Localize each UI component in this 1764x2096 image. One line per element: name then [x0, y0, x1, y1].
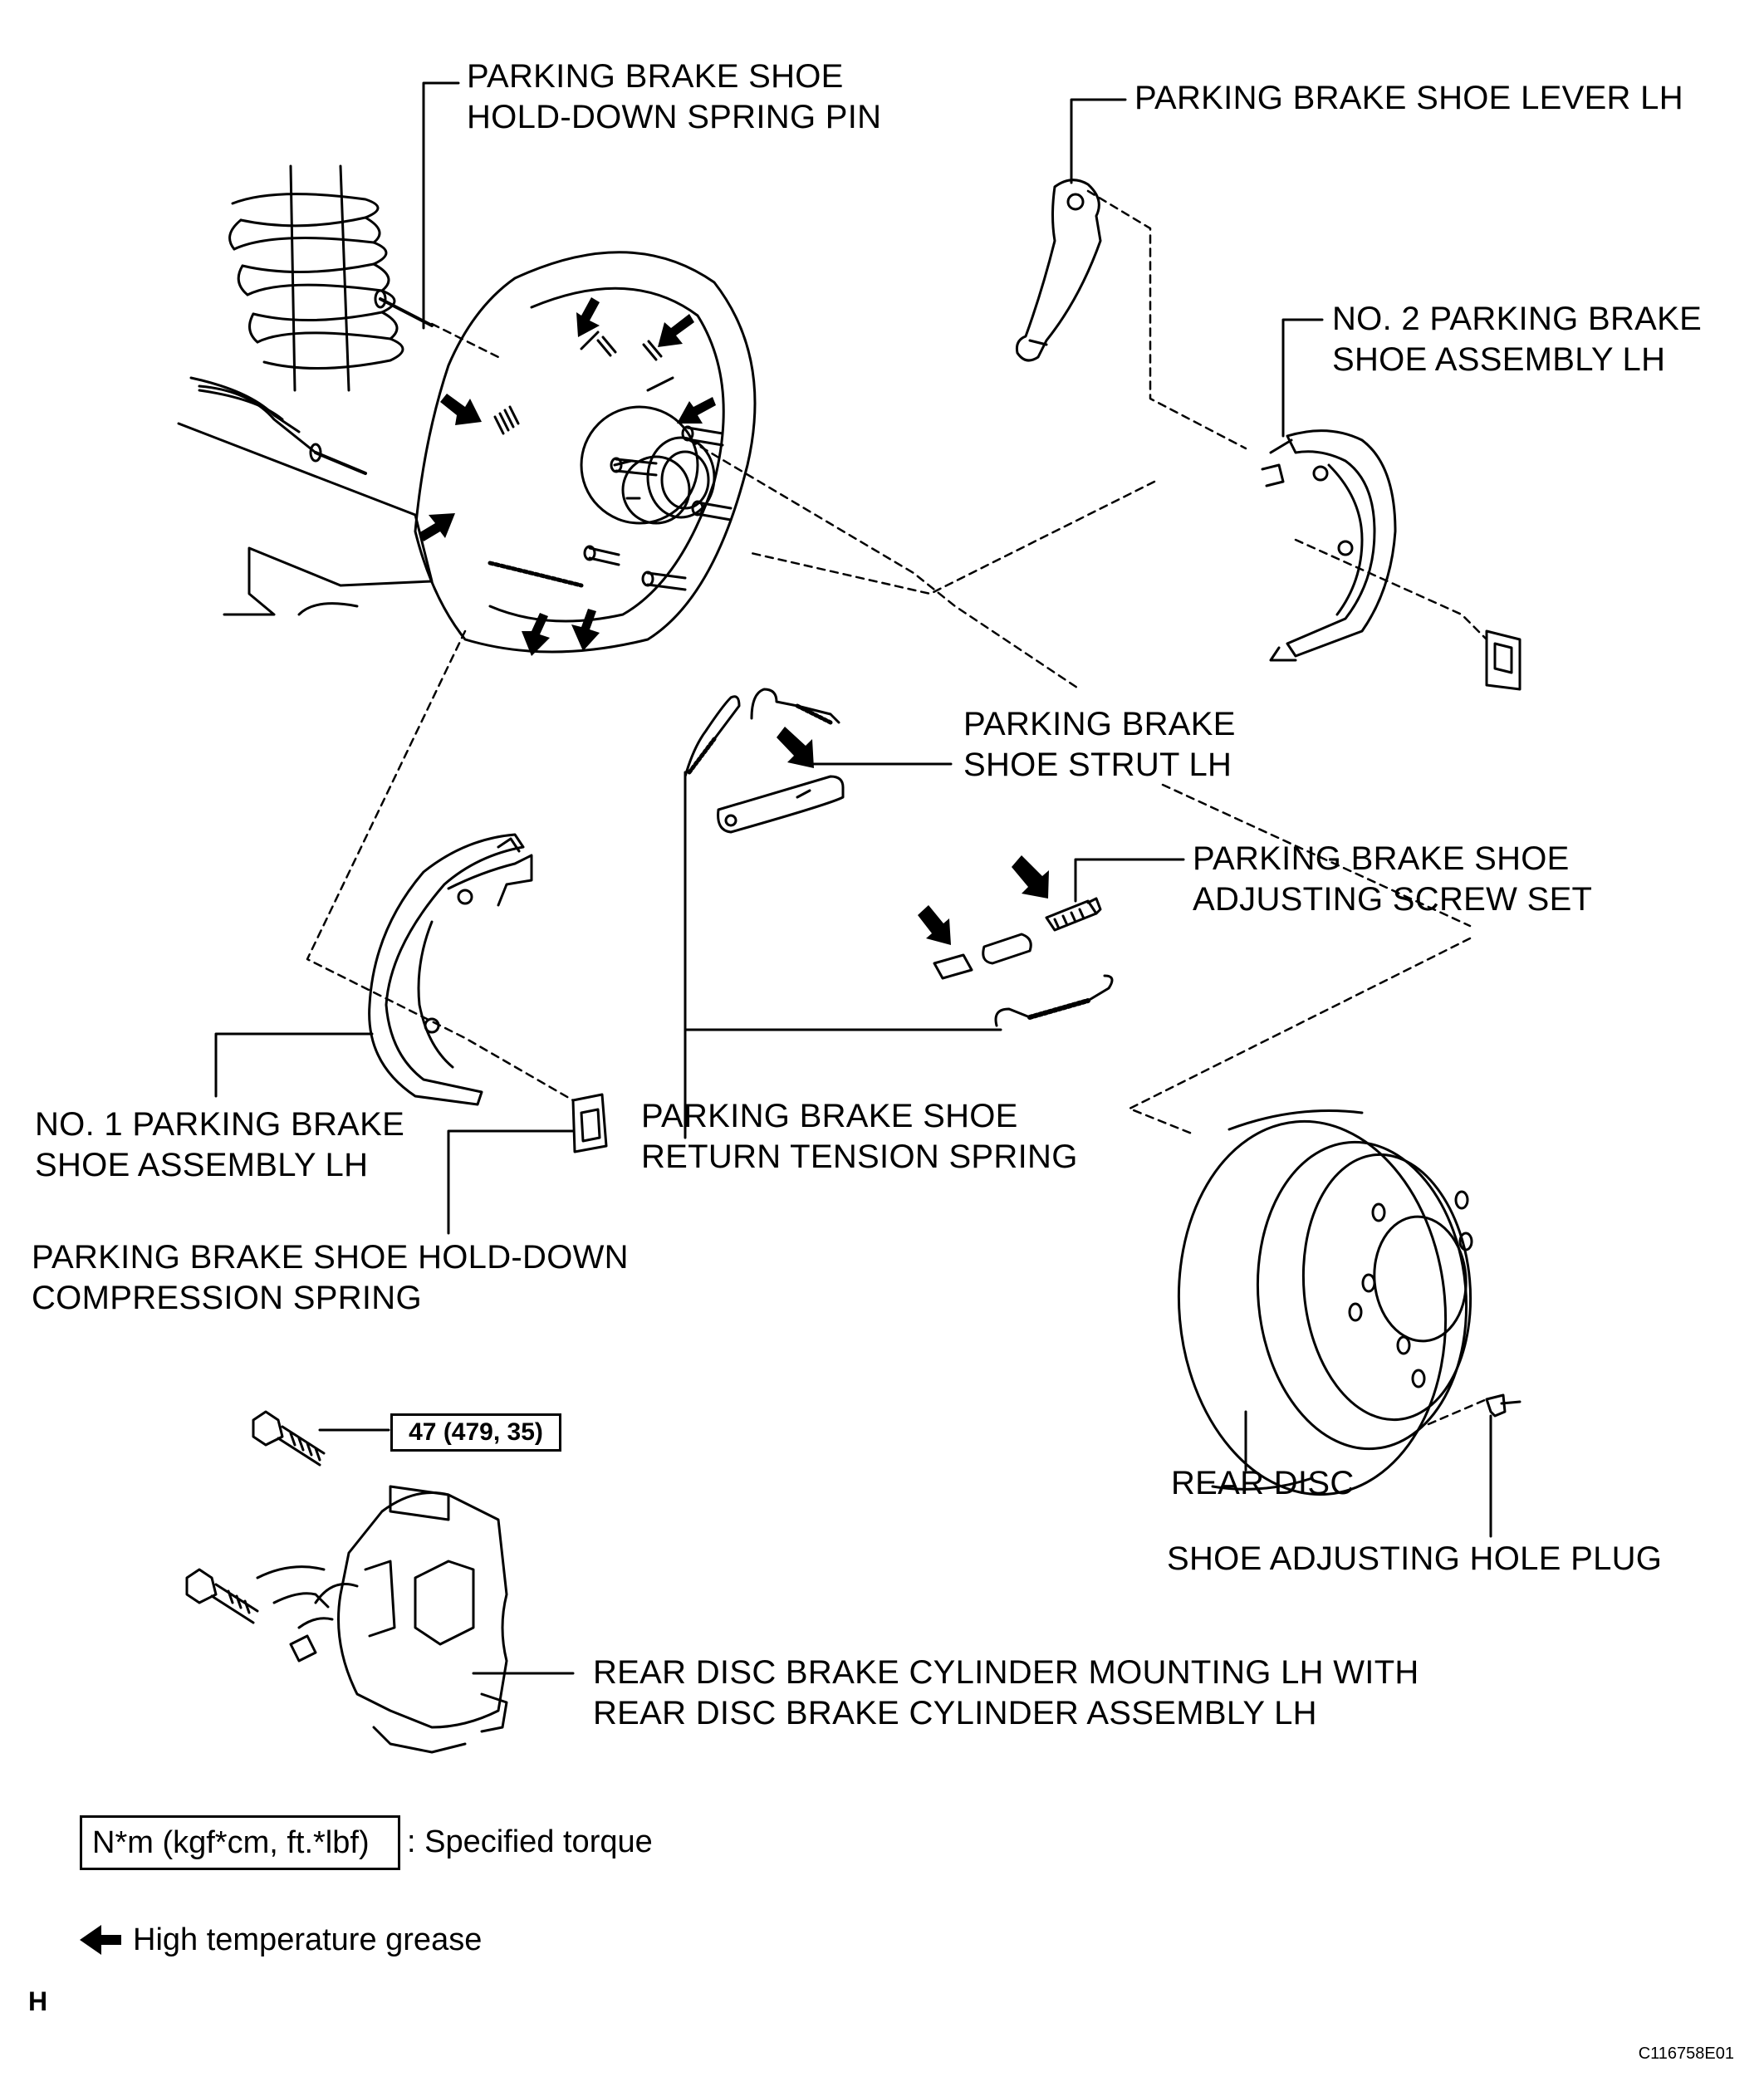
caliper-bolt-side	[185, 1568, 259, 1624]
return-springs	[684, 688, 840, 778]
caliper-bolt-top	[252, 1410, 326, 1467]
grease-arrow-icon	[80, 1925, 121, 1955]
label-cylinder: REAR DISC BRAKE CYLINDER MOUNTING LH WIT…	[593, 1654, 1419, 1731]
hole-plug	[1485, 1393, 1521, 1418]
caliper-assembly	[256, 1485, 508, 1754]
suspension-arm	[177, 376, 434, 616]
grease-arrow-strut	[777, 727, 814, 768]
shoe-strut	[717, 775, 845, 834]
lower-return-spring	[994, 974, 1114, 1027]
hold-down-spring-left	[571, 1093, 608, 1153]
assembly-dashes	[306, 189, 1488, 1426]
hold-down-pins	[309, 289, 434, 475]
corner-mark: H	[28, 1986, 48, 2016]
no2-shoe	[1261, 429, 1397, 662]
shoe-lever	[1016, 179, 1102, 362]
brake-cable	[198, 384, 317, 454]
adjusting-screw-set	[933, 897, 1102, 980]
hold-down-spring-right	[1485, 629, 1521, 691]
torque-spec-box: 47 (479, 35)	[390, 1413, 561, 1452]
legend-torque-desc: : Specified torque	[407, 1824, 653, 1859]
no1-shoe	[368, 833, 533, 1106]
figure-code: C116758E01	[1638, 2045, 1734, 2063]
legend-torque-unit: N*m (kgf*cm, ft.*lbf)	[80, 1815, 400, 1870]
rear-disc	[1177, 1109, 1473, 1496]
grease-arrows-screw	[918, 855, 1049, 945]
plate-springs	[488, 335, 663, 588]
label-shoe-lever: PARKING BRAKE SHOE LEVER LH	[1134, 80, 1683, 116]
legend-grease-desc: High temperature grease	[133, 1922, 483, 1957]
grease-arrows-plate	[419, 297, 716, 656]
hub-and-studs	[583, 425, 733, 591]
label-rear-disc: REAR DISC	[1171, 1465, 1355, 1501]
leader-lines	[214, 81, 1492, 1675]
label-hole-plug: SHOE ADJUSTING HOLE PLUG	[1167, 1540, 1663, 1577]
suspension-spring	[228, 164, 404, 392]
